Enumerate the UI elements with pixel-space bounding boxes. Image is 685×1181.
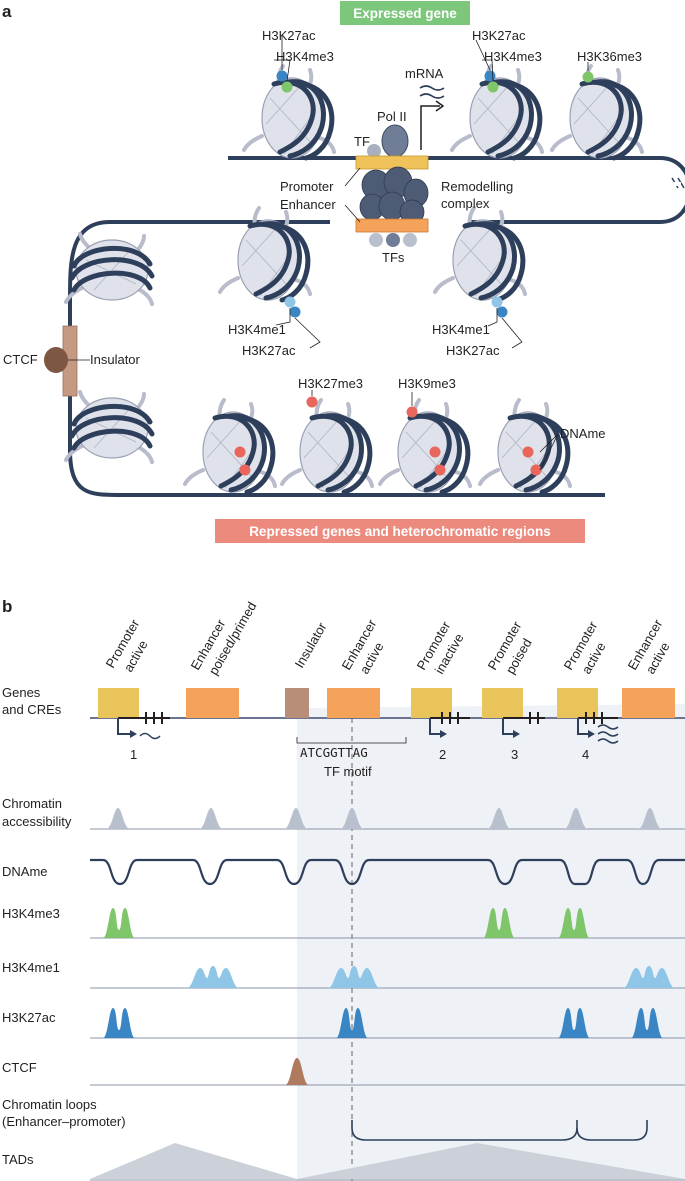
mark-label: H3K9me3	[398, 376, 456, 391]
track-label: and CREs	[2, 702, 62, 717]
loop-bracket	[576, 1120, 648, 1141]
tss-arrow-icon	[130, 730, 595, 738]
promoter-label: Promoter	[280, 179, 334, 194]
tf-label: TF	[354, 134, 370, 149]
mark-label: H3K27ac	[242, 343, 296, 358]
nucleosome-icon	[480, 400, 570, 492]
pol2-icon	[381, 124, 409, 158]
mark-label: H3K27ac	[446, 343, 500, 358]
ctcf-icon	[44, 347, 68, 373]
nucleosome-icon	[452, 66, 542, 158]
expressed-gene-label: Expressed gene	[353, 6, 457, 21]
track-label: (Enhancer–promoter)	[2, 1114, 126, 1129]
cre-promoter	[98, 688, 139, 718]
transcript-icon	[597, 724, 619, 744]
tad-triangle	[90, 1143, 297, 1179]
cre-enhancer	[327, 688, 380, 718]
motif-label: TF motif	[324, 764, 372, 779]
expressed-gene-banner	[340, 1, 470, 25]
mark-label: H3K4me3	[484, 49, 542, 64]
mrna-icon	[419, 85, 445, 99]
cre-promoter	[411, 688, 452, 718]
track-label: Genes	[2, 685, 41, 700]
panel-a: a Expressed gene	[2, 1, 685, 543]
cre-promoter	[557, 688, 598, 718]
tfs-label: TFs	[382, 250, 405, 265]
panel-b: b Promoter active Enhancer poised/primed…	[2, 597, 685, 1181]
nucleosome-icon	[185, 400, 275, 492]
track-label: Chromatin loops	[2, 1097, 97, 1112]
gene-structures	[117, 712, 618, 735]
track-label: H3K4me1	[2, 960, 60, 975]
cre-enhancer	[186, 688, 239, 718]
h3k4me1-peaks	[187, 966, 675, 988]
tf-icon	[386, 233, 400, 247]
cre-enhancer	[622, 688, 675, 718]
nucleosome-icon	[244, 66, 334, 158]
mrna-label: mRNA	[405, 66, 444, 81]
track-label: Chromatin	[2, 796, 62, 811]
nucleosome-icon	[380, 400, 470, 492]
insulator-label: Insulator	[90, 352, 141, 367]
mark-label: H3K27me3	[298, 376, 363, 391]
loop-bracket	[351, 1120, 578, 1141]
transcript-icon	[139, 732, 161, 740]
column-header: Insulator	[292, 619, 330, 670]
mark-label: H3K27ac	[262, 28, 316, 43]
track-label: TADs	[2, 1152, 34, 1167]
track-label: H3K27ac	[2, 1010, 56, 1025]
remodelling-complex-icon	[359, 166, 429, 225]
mark-label: H3K27ac	[472, 28, 526, 43]
column-headers: Promoter active Enhancer poised/primed I…	[103, 599, 673, 677]
track-label: DNAme	[2, 864, 48, 879]
leader-lines	[274, 36, 589, 471]
ctcf-label: CTCF	[3, 352, 38, 367]
repressed-label: Repressed genes and heterochromatic regi…	[249, 524, 551, 539]
gene-number: 4	[582, 747, 589, 762]
track-label: H3K4me3	[2, 906, 60, 921]
tf-icon	[403, 233, 417, 247]
nucleosome-icon	[66, 392, 152, 462]
tf-icon	[367, 144, 381, 158]
shaded-region	[297, 704, 685, 1181]
promoter-block	[355, 155, 429, 170]
h3k27ac-peaks	[103, 1008, 663, 1038]
panel-b-letter: b	[2, 597, 12, 616]
remodelling-label: Remodelling	[441, 179, 513, 194]
nucleosome-icon	[282, 400, 372, 492]
gene-number: 2	[439, 747, 446, 762]
mark-label: H3K4me1	[432, 322, 490, 337]
tf-icon	[369, 233, 383, 247]
gene-number: 1	[130, 747, 137, 762]
motif-bracket	[296, 737, 407, 744]
nucleosome-icon	[66, 234, 152, 304]
remodelling-label-2: complex	[441, 196, 490, 211]
dname-track	[90, 858, 685, 886]
repressed-banner	[215, 519, 585, 543]
ctcf-peak	[285, 1058, 309, 1085]
mark-label: H3K4me1	[228, 322, 286, 337]
enhancer-label: Enhancer	[280, 197, 336, 212]
enhancer-block	[355, 218, 429, 233]
cre-promoter	[482, 688, 523, 718]
panel-a-letter: a	[2, 2, 12, 21]
track-label: CTCF	[2, 1060, 37, 1075]
h3k4me3-peaks	[103, 908, 590, 938]
mark-label: H3K36me3	[577, 49, 642, 64]
nucleosome-icon	[552, 66, 642, 158]
mark-label: H3K4me3	[276, 49, 334, 64]
tss-arrow-icon	[420, 105, 440, 150]
motif-sequence: ATCGGTTAG	[300, 745, 368, 760]
track-label: accessibility	[2, 814, 72, 829]
dname-label: DNAme	[560, 426, 606, 441]
tad-triangle	[297, 1143, 685, 1179]
accessibility-peaks	[106, 808, 662, 829]
pol2-label: Pol II	[377, 109, 407, 124]
gene-number: 3	[511, 747, 518, 762]
cre-insulator	[285, 688, 309, 718]
